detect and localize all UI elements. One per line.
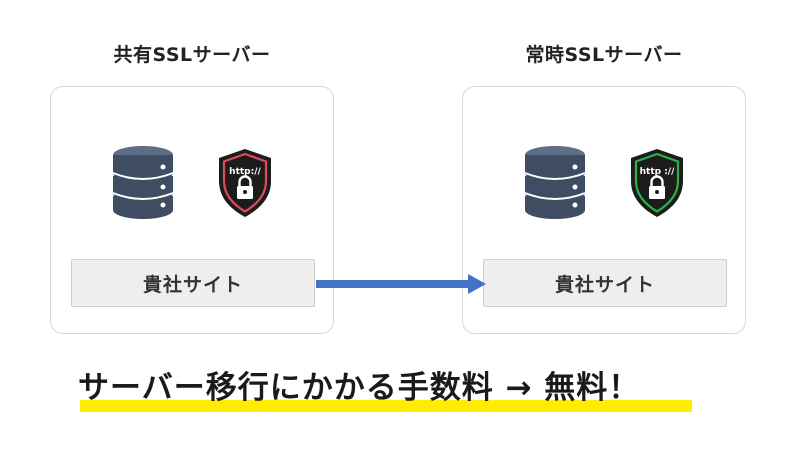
shared-ssl-server-panel: http:// 貴社サイト <box>50 86 334 334</box>
company-site-block: 貴社サイト <box>71 259 315 307</box>
migration-arrow <box>316 274 486 294</box>
headline-text: サーバー移行にかかる手数料 → 無料！ <box>78 370 641 406</box>
always-on-ssl-server-title: 常時SSLサーバー <box>525 44 683 66</box>
database-icon <box>112 146 174 219</box>
always-on-ssl-server-panel: http :// 貴社サイト <box>462 86 746 334</box>
shared-ssl-server-title: 共有SSLサーバー <box>113 44 271 66</box>
headline-highlight <box>80 400 692 412</box>
company-site-block: 貴社サイト <box>483 259 727 307</box>
headline: サーバー移行にかかる手数料 → 無料！ <box>78 362 718 416</box>
database-icon <box>524 146 586 219</box>
ssl-shield-lock-icon: http :// <box>631 149 683 217</box>
shield-http-text: http :// <box>640 167 675 177</box>
shield-http-text: http:// <box>229 167 261 177</box>
ssl-shield-lock-icon: http:// <box>219 149 271 217</box>
